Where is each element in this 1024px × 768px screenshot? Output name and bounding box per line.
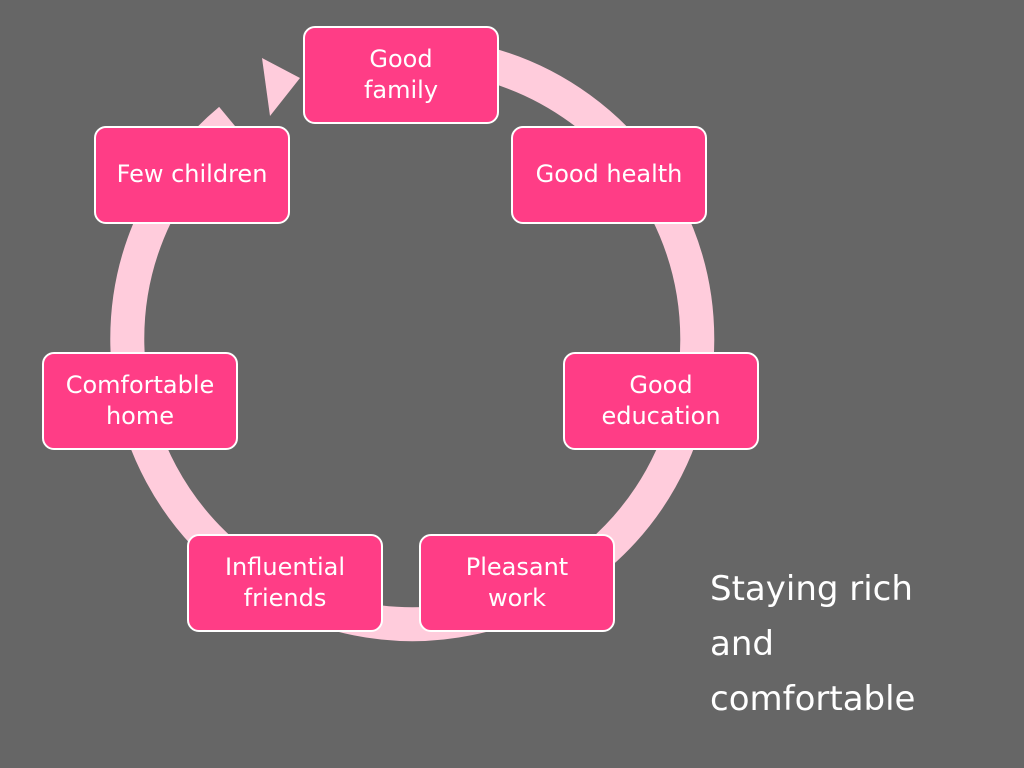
node-influential-friends: Influential friends (187, 534, 383, 632)
caption-line-3: comfortable (710, 679, 916, 719)
node-pleasant-work: Pleasant work (419, 534, 615, 632)
node-comfortable-home: Comfortable home (42, 352, 238, 450)
caption: Staying rich and comfortable (710, 562, 1010, 727)
caption-line-1: Staying rich (710, 569, 913, 609)
node-good-health: Good health (511, 126, 707, 224)
node-good-family: Good family (303, 26, 499, 124)
node-good-education: Good education (563, 352, 759, 450)
caption-line-2: and (710, 624, 774, 664)
cycle-arrow-head (262, 58, 300, 116)
node-few-children: Few children (94, 126, 290, 224)
